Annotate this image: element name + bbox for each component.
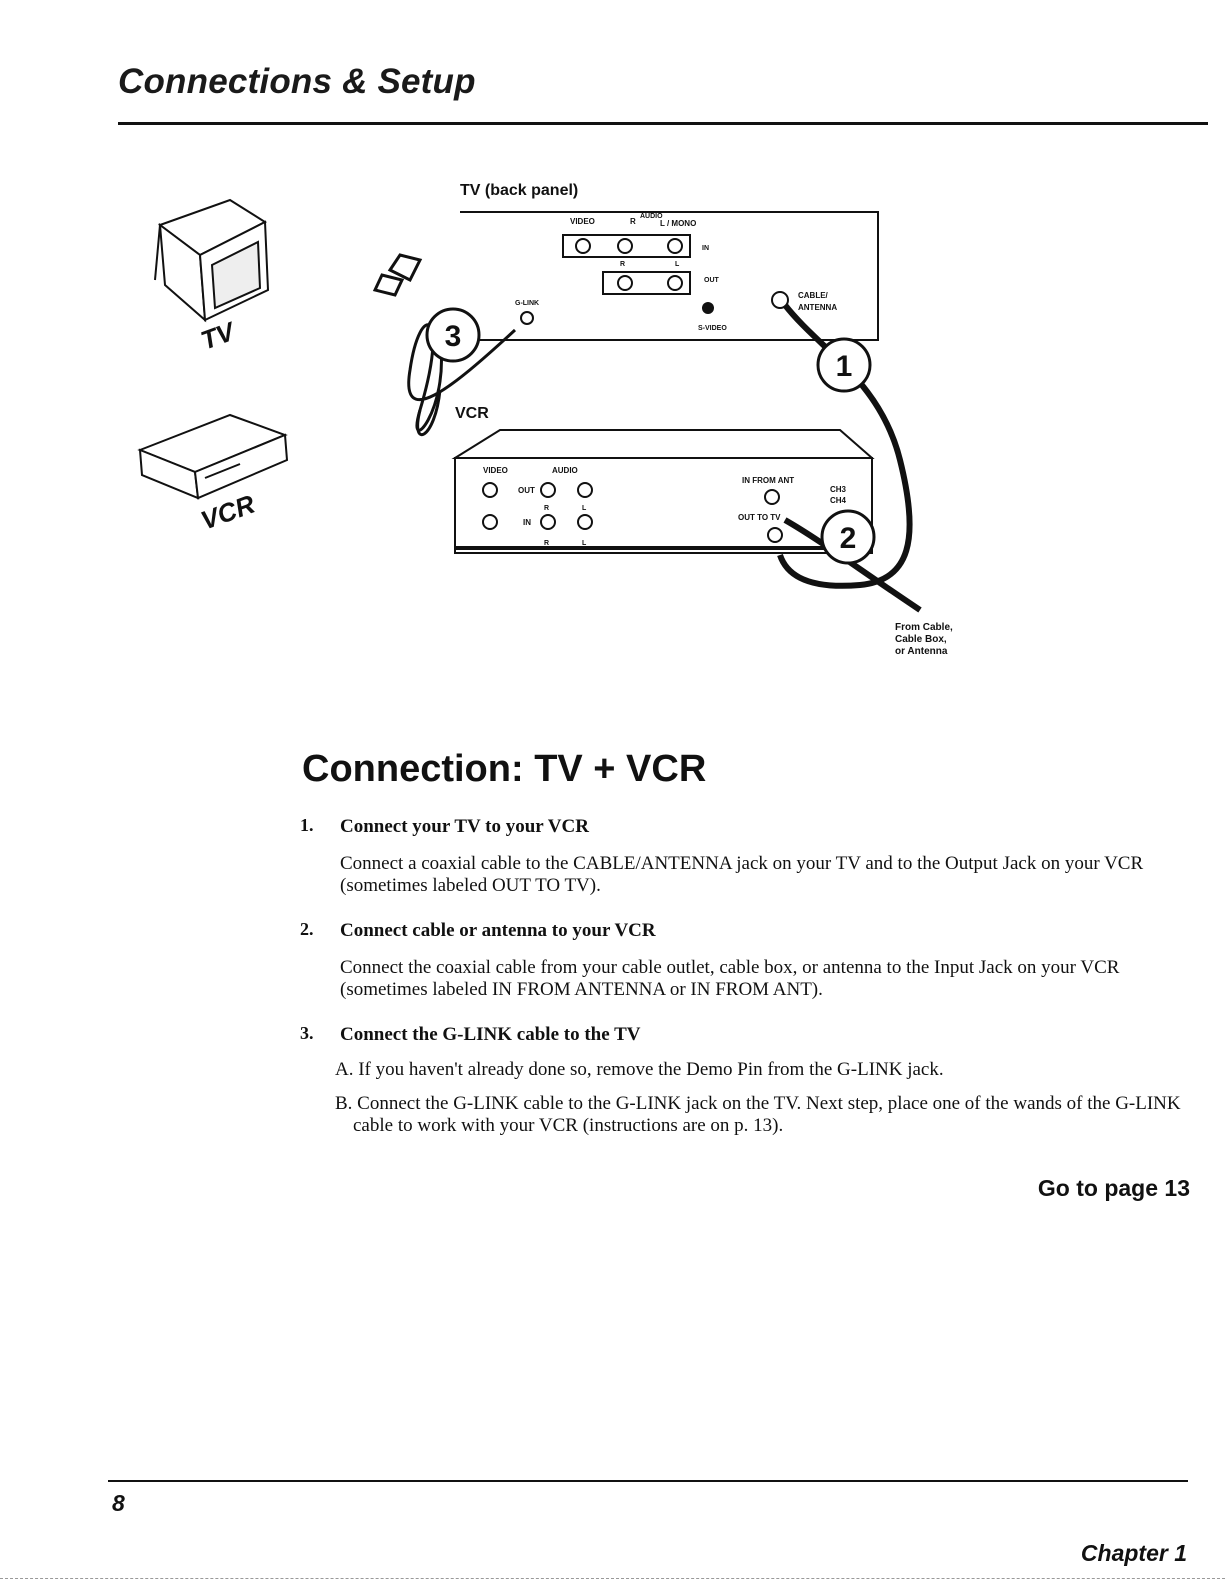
tv-audio-label: AUDIO — [640, 213, 663, 220]
step-heading: Connect cable or antenna to your VCR — [340, 920, 656, 941]
step-number: 3. — [300, 1023, 314, 1043]
vcr-r-label: R — [544, 505, 549, 512]
source-note-line-3: or Antenna — [895, 646, 948, 657]
step-sub-item-b: B. Connect the G-LINK cable to the G-LIN… — [335, 1093, 1181, 1136]
tv-svideo-label: S-VIDEO — [698, 325, 727, 332]
tv-lmono-label: L / MONO — [660, 219, 696, 228]
vcr-in-label: IN — [523, 518, 531, 527]
tv-back-panel: VIDEO R AUDIO L / MONO IN R L OUT G-LINK… — [460, 211, 879, 341]
source-note-line-2: Cable Box, — [895, 634, 947, 645]
callout-1: 1 — [816, 337, 872, 393]
header-rule — [118, 122, 1208, 125]
vcr-ch4-label: CH4 — [830, 496, 847, 505]
tv-in-label: IN — [702, 245, 709, 252]
vcr-icon — [137, 413, 289, 500]
svg-text:1: 1 — [836, 350, 853, 383]
footer-rule — [108, 1480, 1188, 1482]
step-number: 1. — [300, 815, 314, 835]
section-title: Connection: TV + VCR — [302, 748, 707, 790]
tv-l2-label: L — [675, 261, 680, 268]
vcr-l2-label: L — [582, 540, 587, 547]
step-heading: Connect the G-LINK cable to the TV — [340, 1024, 641, 1045]
tv-glink-label: G-LINK — [515, 300, 539, 307]
step-heading: Connect your TV to your VCR — [340, 816, 589, 837]
step-2: 2. Connect cable or antenna to your VCR … — [300, 919, 1195, 1001]
callout-3: 3 — [425, 307, 481, 363]
vcr-video-label: VIDEO — [483, 466, 508, 475]
vcr-audio-label: AUDIO — [552, 466, 578, 475]
callout-2: 2 — [820, 509, 876, 565]
vcr-back-panel: VIDEO AUDIO OUT R L IN R L IN FROM ANT C… — [451, 429, 875, 554]
tv-r-label: R — [630, 217, 636, 226]
page-header-title: Connections & Setup — [118, 62, 476, 101]
vcr-ch3-label: CH3 — [830, 485, 847, 494]
vcr-icon-label: VCR — [197, 489, 259, 536]
tv-panel-title: TV (back panel) — [460, 182, 578, 199]
tv-r2-label: R — [620, 261, 625, 268]
chapter-label: Chapter 1 — [1080, 1540, 1187, 1566]
tv-icon — [154, 198, 270, 323]
step-body: Connect the coaxial cable from your cabl… — [340, 957, 1120, 1000]
tv-icon-label: TV — [197, 315, 241, 355]
tv-cable-label: CABLE/ — [798, 291, 829, 300]
bottom-edge-divider — [0, 1578, 1225, 1579]
vcr-r2-label: R — [544, 540, 549, 547]
step-sub-item-a: A. If you haven't already done so, remov… — [335, 1059, 944, 1080]
step-number: 2. — [300, 919, 314, 939]
tv-out-label: OUT — [704, 277, 720, 284]
steps-list: 1. Connect your TV to your VCR Connect a… — [300, 815, 1195, 1159]
tv-video-label: VIDEO — [570, 217, 595, 226]
vcr-l-label: L — [582, 505, 587, 512]
page-number: 8 — [112, 1490, 125, 1516]
vcr-out-to-tv-label: OUT TO TV — [738, 513, 781, 522]
vcr-in-from-ant-label: IN FROM ANT — [742, 476, 794, 485]
connection-diagram: TV VCR TV (back panel) VIDEO R AUDIO L /… — [120, 160, 1000, 690]
svg-text:3: 3 — [445, 320, 462, 353]
step-1: 1. Connect your TV to your VCR Connect a… — [300, 815, 1195, 897]
svg-text:2: 2 — [840, 522, 857, 555]
go-to-page-link[interactable]: Go to page 13 — [1037, 1175, 1190, 1201]
tv-antenna-label: ANTENNA — [798, 303, 837, 312]
vcr-panel-title: VCR — [455, 405, 489, 422]
step-3: 3. Connect the G-LINK cable to the TV A.… — [300, 1023, 1195, 1137]
source-note-line-1: From Cable, — [895, 622, 953, 633]
step-body: Connect a coaxial cable to the CABLE/ANT… — [340, 853, 1144, 896]
vcr-out-label: OUT — [518, 486, 535, 495]
